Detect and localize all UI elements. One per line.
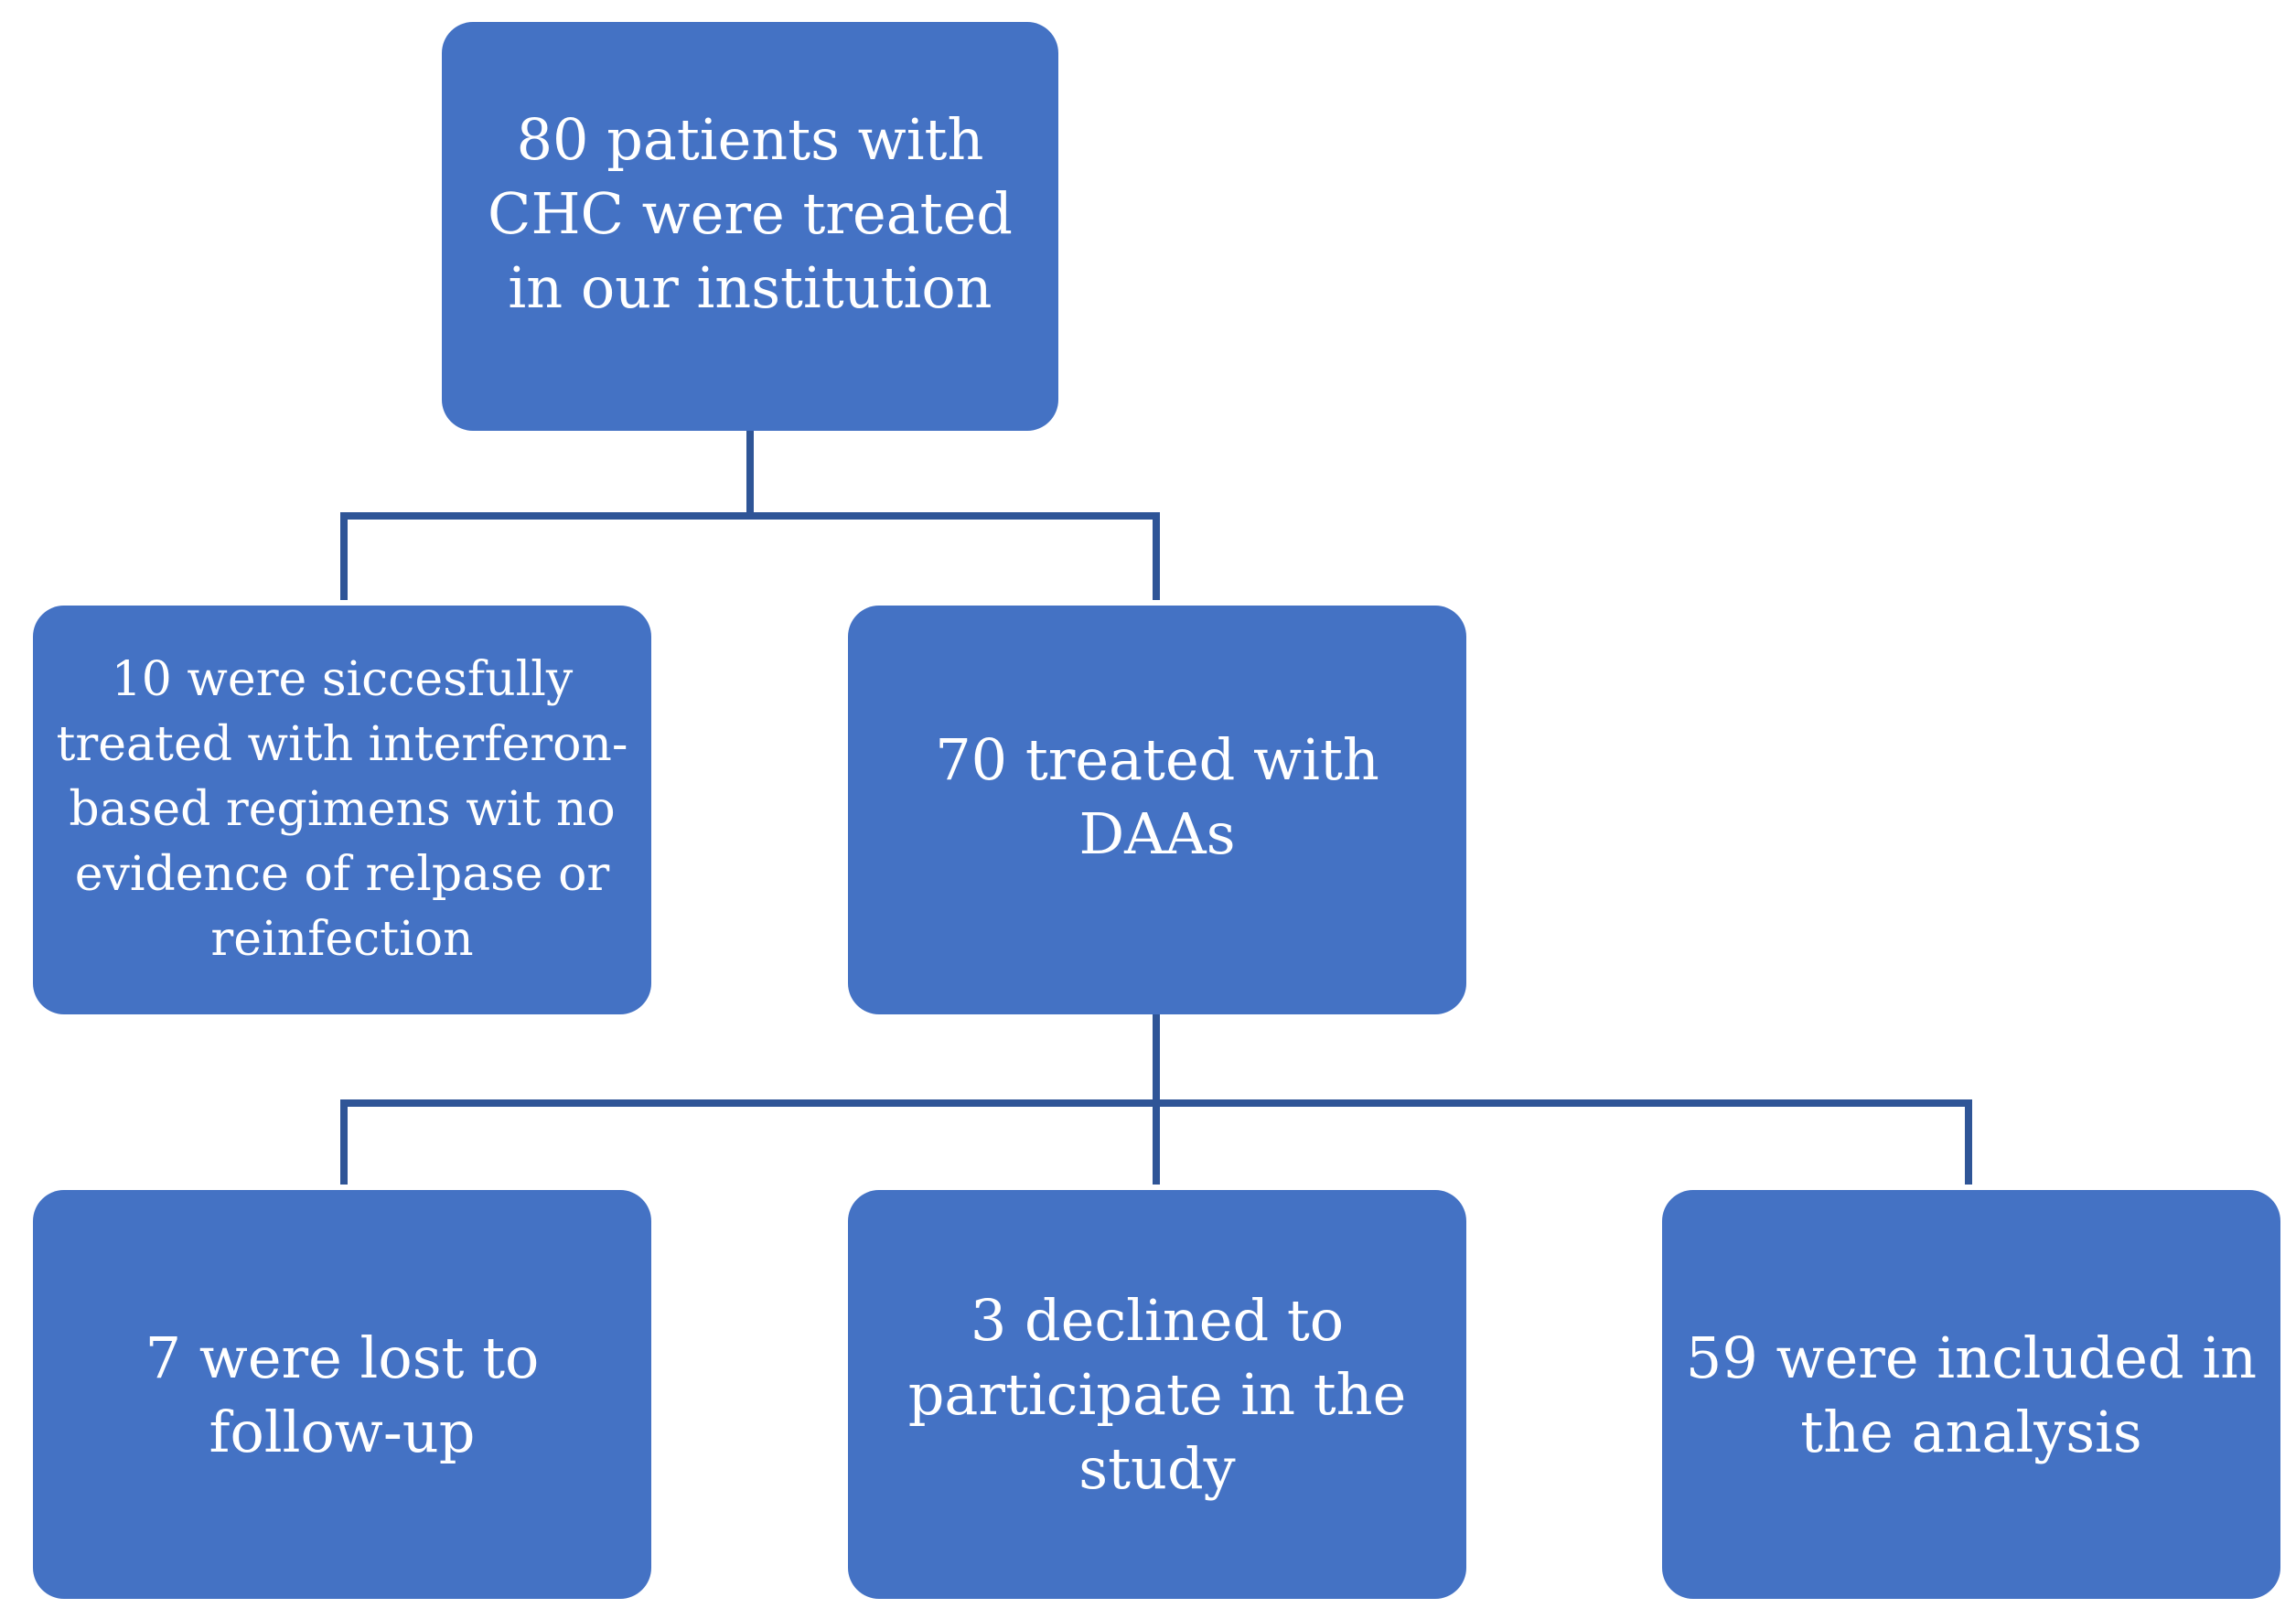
node-daa-treated: 70 treated with DAAs: [848, 606, 1466, 1014]
node-lost-to-follow-up: 7 were lost to follow-up: [33, 1190, 651, 1599]
node-interferon-treated: 10 were siccesfully treated with interfe…: [33, 606, 651, 1014]
node-included-label: 59 were included in the analysis: [1685, 1324, 2258, 1465]
node-daa-treated-label: 70 treated with DAAs: [935, 725, 1379, 867]
node-included: 59 were included in the analysis: [1662, 1190, 2280, 1599]
node-declined-label: 3 declined to participate in the study: [907, 1287, 1407, 1502]
node-declined: 3 declined to participate in the study: [848, 1190, 1466, 1599]
node-interferon-treated-label: 10 were siccesfully treated with interfe…: [56, 652, 628, 967]
node-total-patients: 80 patients with CHC were treated in our…: [442, 22, 1058, 431]
node-lost-to-follow-up-label: 7 were lost to follow-up: [145, 1324, 540, 1465]
node-total-patients-label: 80 patients with CHC were treated in our…: [488, 106, 1013, 321]
